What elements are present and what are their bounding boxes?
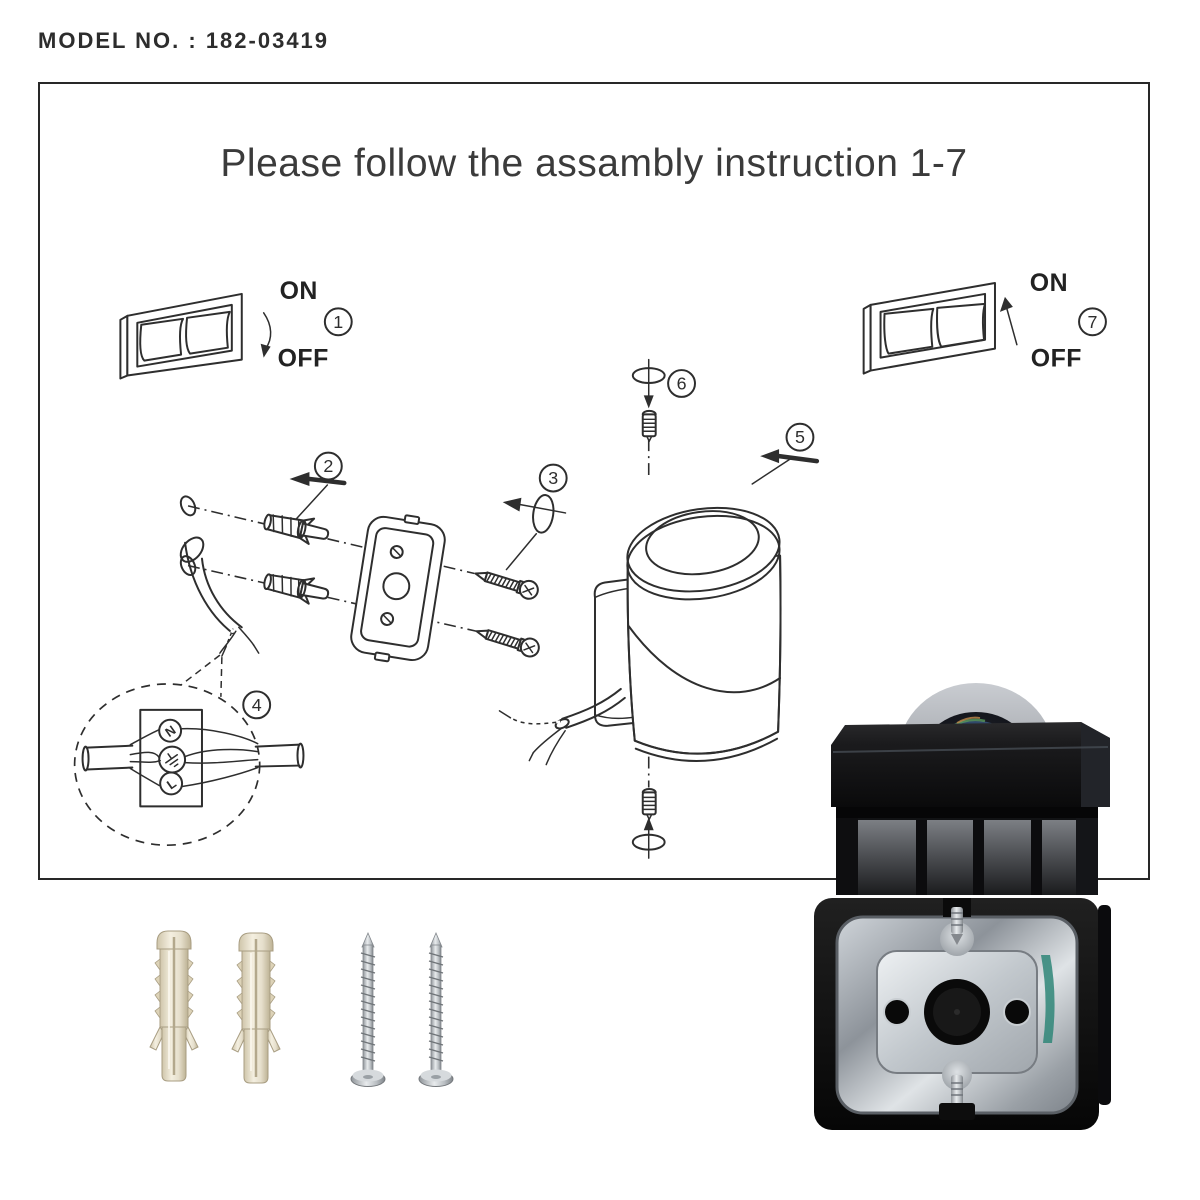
step-3-badge: 3 <box>538 463 568 493</box>
supply-cable-drawing <box>179 536 260 657</box>
on-label-7: ON <box>1030 269 1068 297</box>
svg-text:3: 3 <box>548 468 558 488</box>
mount-hole-left <box>883 998 911 1026</box>
screw-photo-1 <box>350 932 386 1088</box>
earth-ground-icon <box>165 753 179 768</box>
off-label-7: OFF <box>1031 345 1082 373</box>
insert-arrow-2-icon <box>289 472 347 521</box>
svg-text:6: 6 <box>677 373 687 393</box>
mounting-plate-drawing <box>350 514 446 663</box>
instruction-box: ON OFF 1 ON OFF 7 <box>38 82 1150 880</box>
model-number-label: MODEL NO. : 182-03419 <box>38 28 330 53</box>
screw-photo-2 <box>418 932 454 1088</box>
rotate-arrow-bottom-icon <box>631 817 666 859</box>
wall-anchor-drawing-2 <box>261 567 332 609</box>
svg-text:7: 7 <box>1088 312 1098 332</box>
rocker-arrow-1-icon <box>260 312 272 358</box>
mount-hole-right <box>1003 998 1031 1026</box>
switch-7-drawing <box>862 282 996 375</box>
rocker-arrow-7-icon <box>999 296 1018 346</box>
set-screw-6 <box>641 409 657 443</box>
rotate-arrow-3-icon <box>502 494 567 534</box>
plate-screw-bottom <box>939 1060 975 1120</box>
off-label-1: OFF <box>278 345 329 373</box>
instruction-title: Please follow the assambly instruction 1… <box>220 142 968 185</box>
wall-plug-photo-2 <box>230 931 282 1085</box>
plate-screw-top <box>940 898 974 956</box>
hardware-photo <box>148 929 454 1088</box>
svg-text:1: 1 <box>333 312 343 332</box>
svg-text:4: 4 <box>252 695 262 715</box>
rotate-arrow-6-icon <box>631 358 666 409</box>
wall-plug-photo-1 <box>148 929 200 1083</box>
svg-text:2: 2 <box>323 456 333 476</box>
wall-anchor-drawing-1 <box>261 507 332 549</box>
screw-drawing-1 <box>471 563 542 603</box>
step-5-badge: 5 <box>785 422 815 452</box>
step-4-badge: 4 <box>242 690 272 720</box>
wiring-detail-circle: N L <box>73 654 305 847</box>
switch-1-drawing <box>119 292 243 380</box>
svg-text:5: 5 <box>795 427 805 447</box>
screw-drawing-2 <box>472 621 543 660</box>
step-1-badge: 1 <box>323 307 353 337</box>
mounting-plate-photo <box>814 898 1111 1130</box>
step-7-badge: 7 <box>1078 307 1107 337</box>
direction-arrow-5-icon <box>751 449 820 485</box>
assembly-diagram: ON OFF 1 ON OFF 7 <box>73 269 1107 859</box>
lamp-body-drawing <box>498 506 782 766</box>
step-2-badge: 2 <box>313 451 343 481</box>
lamp-wires <box>498 687 626 766</box>
wall-hole-1 <box>179 495 197 517</box>
set-screw-bottom <box>641 787 657 821</box>
product-photo <box>814 683 1111 1130</box>
ribbed-vents <box>836 807 1098 895</box>
leader-line-3 <box>505 532 538 571</box>
teal-gasket-accent <box>1041 955 1055 1043</box>
on-label-1: ON <box>280 277 318 305</box>
housing-cap <box>831 722 1110 807</box>
step-6-badge: 6 <box>667 369 696 398</box>
